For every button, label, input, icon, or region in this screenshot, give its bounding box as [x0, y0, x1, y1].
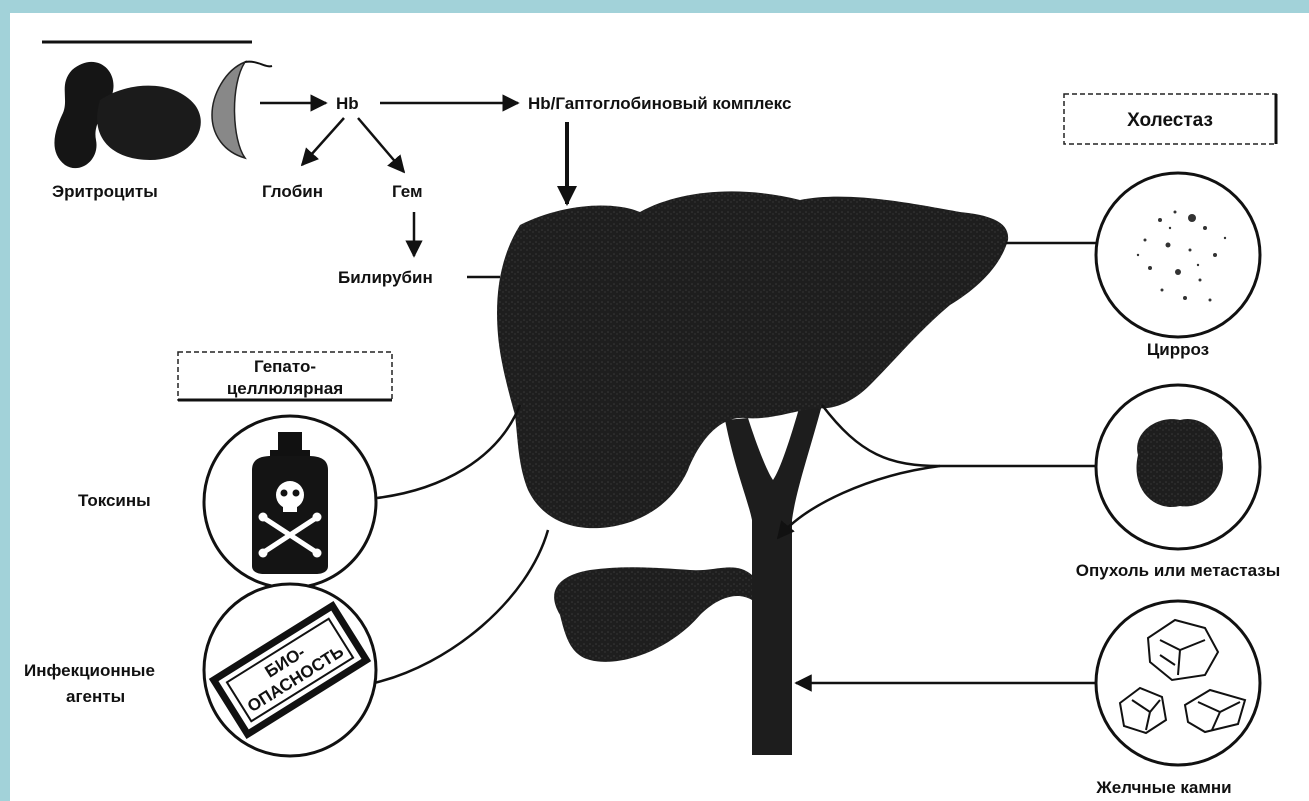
globin-label: Глобин	[262, 182, 323, 201]
tumor-mass-icon	[1136, 419, 1222, 507]
heme-label: Гем	[392, 182, 423, 201]
cholestasis-label: Холестаз	[1127, 110, 1213, 131]
tumor-label: Опухоль или метастазы	[1076, 561, 1281, 580]
gallbladder	[554, 567, 752, 662]
diagram-panel: Hb Hb/Гаптоглобиновый комплекс Глобин Ге…	[10, 13, 1309, 801]
toxins-label: Токсины	[78, 491, 151, 510]
bilirubin-label: Билирубин	[338, 268, 433, 287]
hepatocellular-label-2: целлюлярная	[227, 379, 343, 398]
tumor-connector-upper	[822, 405, 1096, 466]
arrow-to-globin	[302, 118, 344, 165]
tumor-connector-lower	[778, 466, 940, 538]
hepatocellular-label-1: Гепато-	[254, 357, 316, 376]
gallstones-label: Желчные камни	[1095, 778, 1231, 797]
cirrhosis-label: Цирроз	[1147, 340, 1209, 359]
hb-label: Hb	[336, 94, 359, 113]
infectious-label-2: агенты	[66, 687, 125, 706]
infectious-label-1: Инфекционные	[24, 661, 155, 680]
hb-complex-label: Hb/Гаптоглобиновый комплекс	[528, 94, 791, 113]
arrow-to-heme	[358, 118, 404, 172]
erythrocytes-illustration	[54, 62, 272, 169]
infection-connector	[374, 530, 548, 683]
cirrhosis-circle	[1096, 173, 1260, 337]
toxins-connector	[377, 405, 520, 498]
erythrocytes-label: Эритроциты	[52, 182, 158, 201]
bilirubin-metabolism-diagram: Hb Hb/Гаптоглобиновый комплекс Глобин Ге…	[10, 13, 1309, 801]
